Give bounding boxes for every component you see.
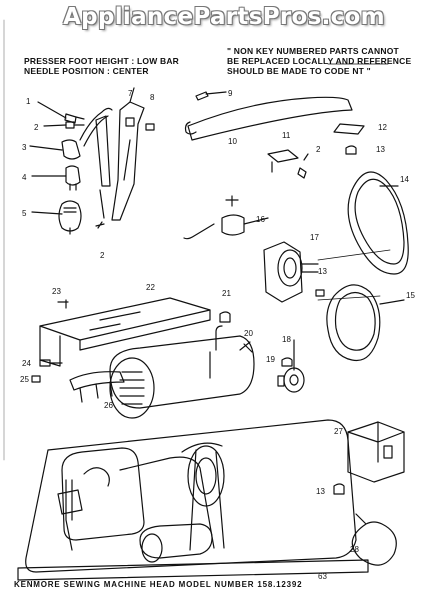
screws-part-23: [57, 299, 69, 309]
lamp-bulb-part-5: [58, 200, 82, 235]
callout-22: 22: [146, 283, 155, 292]
screw-part-2c: [297, 153, 309, 179]
callout-24: 24: [22, 359, 31, 368]
leader-line-13b: [317, 295, 381, 301]
cord-part-28: [351, 513, 397, 566]
leader-line-15: [379, 299, 405, 305]
screw-part-24: [39, 359, 63, 367]
leader-line-5: [31, 211, 63, 215]
non-key-note-line-1: " NON KEY NUMBERED PARTS CANNOT: [227, 46, 399, 56]
model-caption: KENMORE SEWING MACHINE HEAD MODEL NUMBER…: [14, 580, 303, 589]
watermark-logo: AppliancePartsPros.com: [63, 4, 385, 30]
callout-14: 14: [400, 175, 409, 184]
plate-part-12: [333, 123, 365, 135]
callout-2a: 2: [34, 123, 39, 132]
brush-part-26: [69, 371, 125, 403]
connector-part-20: [239, 341, 253, 353]
callout-1: 1: [26, 97, 31, 106]
callout-28: 28: [350, 545, 359, 554]
callout-5: 5: [22, 209, 27, 218]
screw-part-8: [145, 123, 155, 131]
screw-part-13a: [345, 145, 357, 155]
page-number: 63: [318, 572, 327, 581]
callout-21: 21: [222, 289, 231, 298]
callout-16: 16: [256, 215, 265, 224]
leader-line-17: [317, 249, 391, 261]
pulley-part-18: [277, 339, 305, 393]
callout-13b: 13: [318, 267, 327, 276]
leader-line-1: [37, 101, 67, 119]
callout-13a: 13: [376, 145, 385, 154]
non-key-note-line-2: BE REPLACED LOCALLY AND REFERENCE: [227, 56, 412, 66]
presser-note-line-1: PRESSER FOOT HEIGHT : LOW BAR: [24, 56, 180, 66]
callout-3: 3: [22, 143, 27, 152]
leader-line-2a: [43, 124, 67, 127]
motor-pulley-part-17: [263, 241, 319, 303]
screw-part-2a: [65, 121, 85, 129]
screw-part-13c: [333, 483, 345, 495]
callout-19: 19: [266, 355, 275, 364]
callout-2c: 2: [316, 145, 321, 154]
non-key-parts-note: " NON KEY NUMBERED PARTS CANNOT BE REPLA…: [227, 46, 411, 76]
presser-bar-part-2b: [95, 115, 111, 219]
handwheel-pulley: [187, 445, 225, 551]
callout-12: 12: [378, 123, 387, 132]
callout-25: 25: [20, 375, 29, 384]
motor-belt-part-14: [347, 171, 409, 275]
callout-2b: 2: [100, 251, 105, 260]
arm-shaft-part-10: [184, 96, 353, 141]
bracket-part-11: [267, 149, 299, 173]
callout-17: 17: [310, 233, 319, 242]
screw-near-5: [95, 221, 105, 229]
callout-11: 11: [282, 131, 291, 140]
screw-part-13b: [315, 289, 325, 297]
callout-labels: 1 2 3 4 5 7 8 9 10 11 2 12 13 14 16 17 1…: [20, 89, 415, 554]
needle-bar-bracket-part-7: [111, 87, 145, 221]
callout-7: 7: [128, 89, 133, 98]
callout-20: 20: [244, 329, 253, 338]
machine-bed-base: [17, 559, 369, 581]
callout-23: 23: [52, 287, 61, 296]
leader-line-3: [29, 145, 63, 151]
callout-8: 8: [150, 93, 155, 102]
screw-part-1: [64, 113, 85, 124]
screw-part-21: [219, 311, 231, 323]
screw-part-9: [195, 91, 227, 101]
callout-4: 4: [22, 173, 27, 182]
motor-part-20: [109, 325, 255, 419]
motor-under-base: [139, 523, 213, 563]
presser-foot-note: PRESSER FOOT HEIGHT : LOW BAR NEEDLE POS…: [24, 56, 179, 76]
screw-part-25: [31, 375, 41, 383]
callout-18: 18: [282, 335, 291, 344]
lamp-holder-part-4: [65, 165, 81, 191]
callout-13c: 13: [316, 487, 325, 496]
callout-10: 10: [228, 137, 237, 146]
callout-27: 27: [334, 427, 343, 436]
control-block-part-27: [347, 421, 405, 483]
non-key-note-line-3: SHOULD BE MADE TO CODE NT ": [227, 66, 371, 76]
screw-part-19: [281, 357, 293, 367]
callout-9: 9: [228, 89, 233, 98]
presser-note-line-2: NEEDLE POSITION : CENTER: [24, 66, 149, 76]
machine-head-body: [25, 419, 357, 573]
callout-15: 15: [406, 291, 415, 300]
switch-part-16: [183, 195, 269, 240]
drive-belt-part-15: [326, 284, 381, 362]
callout-26: 26: [104, 401, 113, 410]
needle-bar-assembly: [57, 467, 110, 551]
